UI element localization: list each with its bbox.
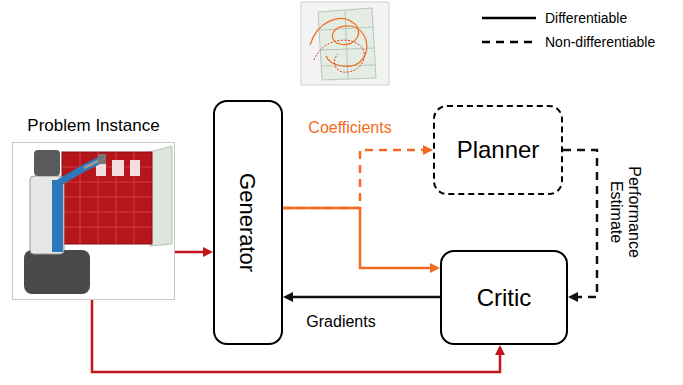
connector xyxy=(283,150,424,208)
robot-head xyxy=(34,150,60,176)
edge-label: Gradients xyxy=(304,313,377,331)
node-label: Generator xyxy=(235,173,260,272)
legend-sample xyxy=(481,32,537,52)
illustration-frame xyxy=(301,2,389,85)
node-heading: Problem Instance xyxy=(27,116,159,136)
legend-line xyxy=(482,17,536,20)
trajectory-curve xyxy=(310,19,367,67)
robot-base xyxy=(24,250,90,294)
grid-line xyxy=(62,212,152,213)
generator-box: Generator xyxy=(213,100,283,345)
node-label: Planner xyxy=(457,136,540,164)
node-label: Critic xyxy=(477,284,532,312)
legend-text: Non-differentiable xyxy=(545,34,655,50)
grid-line xyxy=(62,182,152,183)
robot-gripper xyxy=(98,154,106,164)
illustration-ground xyxy=(14,144,174,298)
robot-arm xyxy=(60,160,100,182)
coefficients-label: Coefficients xyxy=(308,119,391,137)
shelf-obstacles xyxy=(62,152,152,244)
shelf-side xyxy=(150,146,172,246)
robot-torso xyxy=(30,176,64,254)
robot-stripe xyxy=(52,180,63,252)
legend-entry: Non-differentiable xyxy=(481,32,655,52)
connector xyxy=(563,150,597,297)
planner-box: Planner xyxy=(433,105,563,195)
shelf-item xyxy=(130,160,140,176)
connector xyxy=(175,251,204,254)
legend-sample xyxy=(481,8,537,28)
legend-entry: Differentiable xyxy=(481,8,627,28)
edge-label: Performance Estimate xyxy=(607,158,644,266)
robot-arm-joint xyxy=(84,160,100,168)
legend-line xyxy=(482,41,536,44)
shelf-item xyxy=(112,160,124,176)
grid-line xyxy=(80,152,81,244)
grid-line xyxy=(62,197,152,198)
trajectory-curve xyxy=(314,40,364,72)
critic-box: Critic xyxy=(440,250,568,345)
legend-text: Differentiable xyxy=(545,10,627,26)
connector xyxy=(292,296,440,299)
grid-line xyxy=(62,227,152,228)
connector xyxy=(283,208,431,268)
shelf-grid xyxy=(62,152,152,244)
shelf-board xyxy=(320,27,374,30)
connector xyxy=(92,300,500,372)
problem-instance-frame: Problem Instance xyxy=(12,142,175,300)
